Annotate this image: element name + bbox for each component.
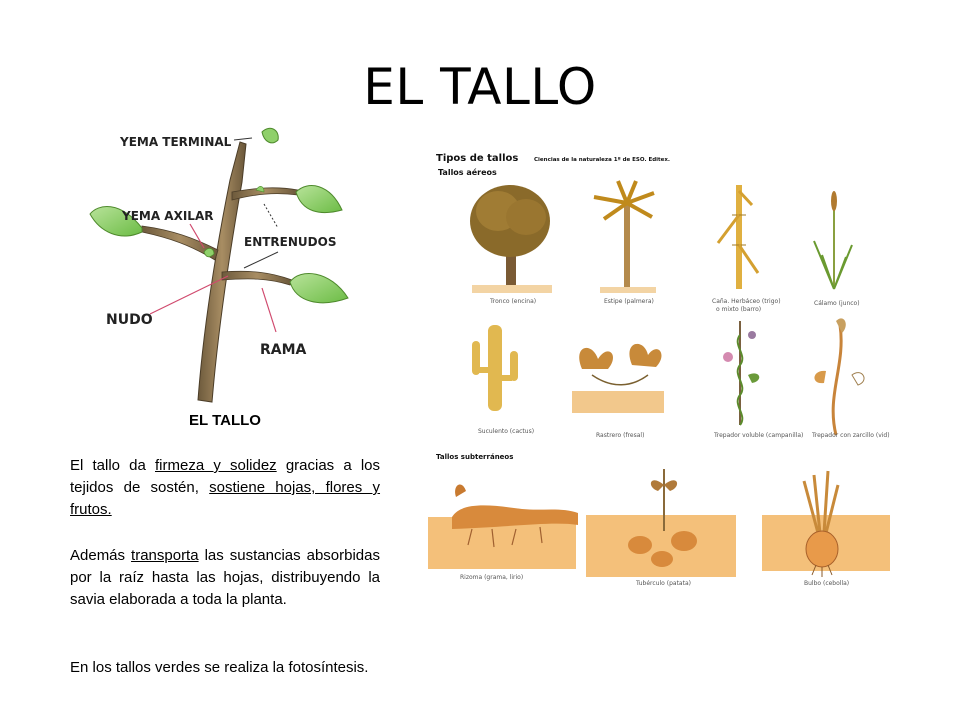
plate-heading: Tipos de tallos (436, 153, 518, 164)
caption-rhizome: Rizoma (grama, lirio) (460, 574, 523, 581)
p2-text-a: Además (70, 547, 132, 564)
section-subtitle: EL TALLO (189, 412, 261, 429)
aerial-heading: Tallos aéreos (438, 167, 497, 177)
caption-trunk: Tronco (encina) (489, 298, 536, 305)
plate-credit: Ciencias de la naturaleza 1º de ESO. Edi… (534, 156, 670, 163)
caption-tendril: Trepador con zarcillo (vid) (811, 432, 890, 439)
p2-underlined-transport: transporta (131, 547, 199, 564)
slide-title: EL TALLO (363, 58, 597, 116)
p1-text-a: El tallo da (70, 457, 155, 474)
lower-right-branch (221, 270, 293, 286)
rhizome-illustration (428, 484, 578, 569)
paragraph-support: El tallo da firmeza y solidez gracias a … (70, 455, 380, 521)
label-branch: RAMA (260, 342, 307, 358)
caption-bulb: Bulbo (cebolla) (804, 580, 849, 587)
caption-stipe: Estipe (palmera) (604, 298, 654, 305)
caption-cane-2: o mixto (barro) (716, 306, 761, 313)
axillary-bud (203, 248, 215, 258)
twining-illustration (723, 321, 760, 426)
p1-underlined-firmness: firmeza y solidez (155, 457, 277, 474)
p1-text-b: gracias a los tejidos de sostén, (70, 457, 380, 496)
leaf-upper-right (295, 185, 343, 214)
label-terminal-bud: YEMA TERMINAL (119, 135, 232, 149)
upper-right-branch (231, 187, 299, 201)
underground-heading: Tallos subterráneos (436, 453, 513, 461)
caption-runner: Rastrero (fresal) (596, 432, 644, 439)
paragraph-photosynthesis: En los tallos verdes se realiza la fotos… (70, 659, 369, 676)
caption-cane: Caña. Herbáceo (trigo) (712, 298, 781, 305)
palm-illustration (593, 180, 656, 293)
terminal-bud-leaf (261, 127, 279, 144)
label-internodes: ENTRENUDOS (244, 235, 336, 249)
p1-underlined-support: sostiene hojas, flores y frutos. (70, 479, 381, 518)
stem-anatomy-diagram: YEMA TERMINAL YEMA AXILAR ENTRENUDOS NUD… (89, 127, 349, 403)
label-axillary-bud: YEMA AXILAR (121, 209, 213, 223)
tendril-illustration (814, 318, 865, 436)
stem-types-plate: Tipos de tallos Ciencias de la naturalez… (428, 153, 890, 587)
caption-culm: Cálamo (junco) (814, 300, 860, 307)
leaf-left (89, 206, 143, 237)
p2-text-b: las sustancias absorbidas por la raíz ha… (70, 547, 380, 608)
strawberry-illustration (572, 343, 664, 413)
cane-illustration (716, 185, 760, 289)
potato-illustration (586, 469, 736, 577)
paragraph-transport: Además transporta las sustancias absorbi… (70, 545, 380, 611)
reed-illustration (813, 191, 853, 290)
caption-tuber: Tubérculo (patata) (635, 580, 691, 587)
cactus-illustration (472, 325, 518, 411)
bulb-illustration (762, 470, 890, 577)
left-branch (141, 225, 219, 261)
caption-succulent: Suculento (cactus) (478, 428, 534, 435)
leaf-lower-right (289, 273, 349, 304)
caption-twining: Trepador voluble (campanilla) (713, 432, 803, 439)
label-node: NUDO (106, 312, 153, 328)
tree-illustration (470, 185, 552, 293)
